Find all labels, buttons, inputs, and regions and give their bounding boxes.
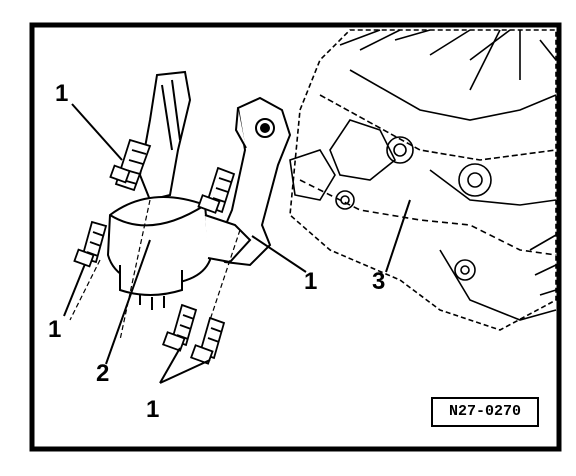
leader-lines [63, 103, 411, 384]
callout-1-left-lower: 1 [48, 316, 62, 343]
figure-frame [29, 22, 562, 452]
figure-reference-label: N27-0270 [431, 397, 539, 427]
gearbox-housing [289, 29, 557, 331]
callout-1-top-left: 1 [55, 80, 69, 107]
bolts [73, 138, 236, 365]
callout-1-mid-right: 1 [304, 268, 318, 295]
assembly-lines [69, 199, 241, 341]
engine-mount [106, 70, 252, 310]
callout-1-bottom: 1 [146, 396, 160, 423]
callout-3: 3 [372, 268, 386, 295]
callout-2: 2 [96, 360, 110, 387]
